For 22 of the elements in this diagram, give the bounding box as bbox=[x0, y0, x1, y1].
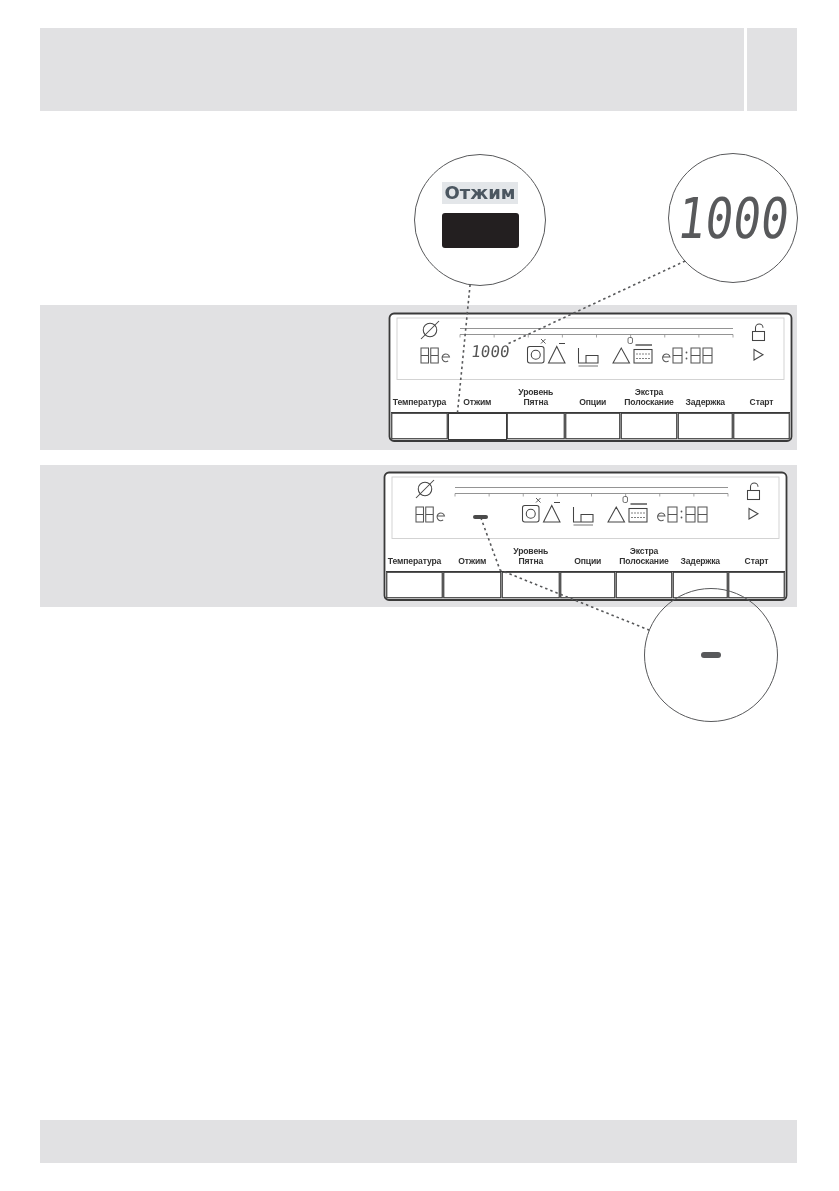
button-label: Уровень Пятна bbox=[513, 547, 549, 567]
button-label: Задержка bbox=[685, 398, 725, 408]
panel-key bbox=[448, 412, 507, 440]
dash-icon bbox=[473, 514, 488, 519]
speed-readout: 1000 bbox=[674, 189, 792, 247]
speed-readout: 1000 bbox=[469, 344, 510, 361]
button-label: Уровень Пятна bbox=[518, 388, 554, 408]
leader-line bbox=[506, 260, 686, 346]
button-label: Температура bbox=[387, 557, 442, 567]
button-label: Экстра Полоскание bbox=[624, 388, 674, 408]
leader-line bbox=[480, 518, 651, 631]
button-label: Старт bbox=[744, 557, 769, 567]
button-label: Опции bbox=[579, 398, 607, 408]
button-label: Температура bbox=[392, 398, 447, 408]
button-label: Старт bbox=[749, 398, 774, 408]
button-label: Отжим bbox=[441, 182, 519, 204]
button-label: Задержка bbox=[680, 557, 720, 567]
button-label: Отжим bbox=[458, 557, 487, 567]
button-label: Опции bbox=[574, 557, 602, 567]
leader-line bbox=[456, 283, 471, 414]
button-label: Отжим bbox=[463, 398, 492, 408]
button-label: Экстра Полоскание bbox=[619, 547, 669, 567]
